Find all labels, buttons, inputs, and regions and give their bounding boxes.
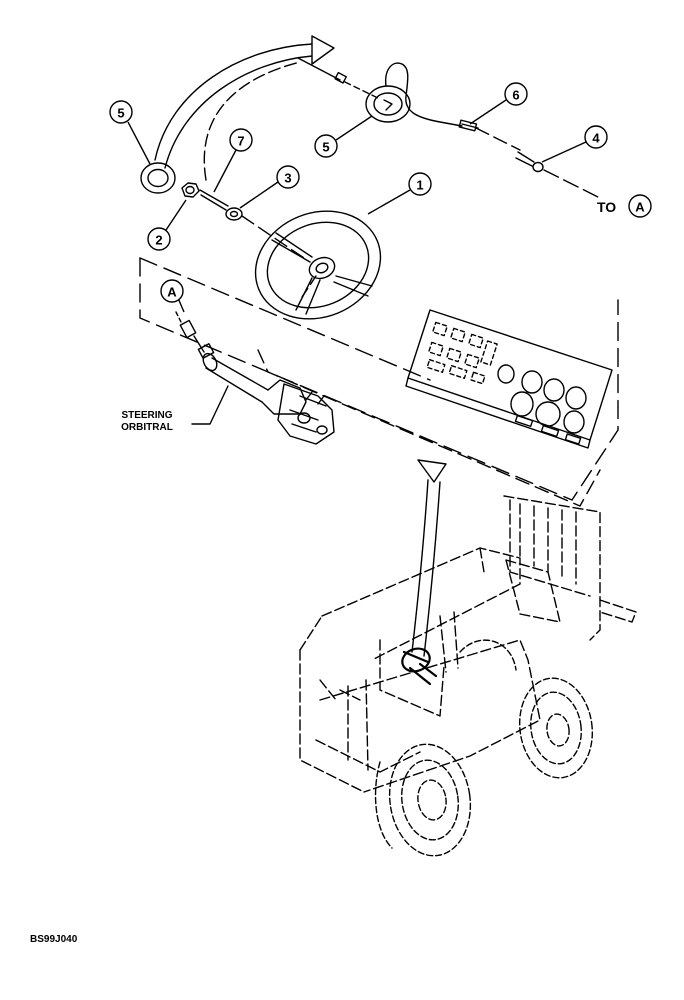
callout-6: 6 xyxy=(512,88,519,103)
telehandler-machine xyxy=(299,495,637,793)
callout-A-reference-top: A xyxy=(635,200,645,215)
explode-line-washer xyxy=(241,215,305,259)
callout-5-horn-cover: 5 xyxy=(117,106,124,121)
callout-2: 2 xyxy=(155,233,162,248)
steering-nut xyxy=(181,182,200,198)
callout-1: 1 xyxy=(416,178,423,193)
horn-wire xyxy=(199,189,229,211)
instrument-panel xyxy=(405,309,613,449)
horn-connector xyxy=(458,119,521,151)
rear-left-wheel xyxy=(459,639,517,671)
callout-7: 7 xyxy=(237,134,244,149)
explode-line-column xyxy=(299,275,317,301)
callout-3: 3 xyxy=(284,171,291,186)
console-inner-outline xyxy=(257,349,601,507)
horn-button xyxy=(297,57,463,127)
callout-4: 4 xyxy=(592,131,600,146)
curved-arrow-machine xyxy=(411,459,447,657)
horn-cover-ring xyxy=(140,162,176,194)
steering-orbital-label: STEERING ORBITRAL xyxy=(112,410,182,434)
steering-orbital-label-line1: STEERING xyxy=(121,410,173,421)
curved-arrow-top xyxy=(154,35,335,169)
front-wheel xyxy=(374,743,472,857)
console-enclosure xyxy=(139,257,619,501)
washer xyxy=(225,207,243,221)
contact-pin xyxy=(515,151,601,199)
orbital-leader xyxy=(191,385,229,425)
rear-wheel xyxy=(518,677,594,779)
explode-line-wire xyxy=(203,61,301,181)
steering-wheel xyxy=(254,210,382,320)
figure-id: BS99J040 xyxy=(30,934,78,945)
to-reference-label: TO xyxy=(597,199,617,215)
steering-orbital xyxy=(277,383,335,445)
steering-orbital-label-line2: ORBITRAL xyxy=(121,422,173,433)
steering-column xyxy=(175,311,307,415)
callout-5-horn-button: 5 xyxy=(322,140,329,155)
callout-A-reference-left: A xyxy=(167,285,177,300)
cab-steering-wheel xyxy=(401,647,438,686)
